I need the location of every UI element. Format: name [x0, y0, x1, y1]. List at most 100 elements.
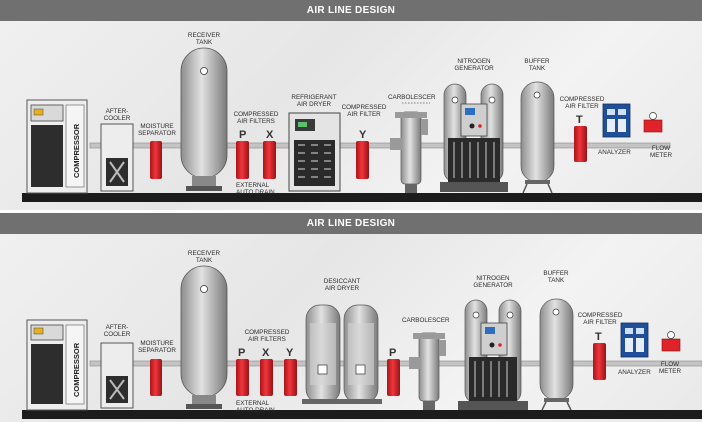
filter-x-letter: X [266, 129, 274, 141]
analyzer: ANALYZER [598, 103, 631, 156]
filter-x [260, 359, 273, 396]
filter-y-letter: Y [286, 347, 294, 359]
aftercooler-unit: AFTER-COOLER [100, 108, 134, 192]
moisture-label-2: SEPARATOR [138, 347, 176, 354]
analyzer: ANALYZER [618, 322, 651, 376]
compressor-unit: COMPRESSOR [26, 99, 88, 194]
compressor-unit: COMPRESSOR [26, 319, 88, 411]
drain-label-1: EXTERNAL [236, 182, 270, 189]
nitrogen-label-1: NITROGEN [457, 58, 491, 65]
filter-y [356, 141, 369, 179]
dryer-label-1: REFRIGERANT [291, 94, 336, 101]
drain-label-2: AUTO DRAIN [236, 407, 275, 414]
filter-p2 [387, 359, 400, 396]
buffer-label-1: BUFFER [543, 270, 569, 277]
filter-t-label-2: AIR FILTER [583, 319, 617, 326]
flow-label-1: FLOW [661, 361, 679, 368]
filter-t-label-1: COMPRESSED [560, 96, 605, 103]
filter-x [263, 141, 276, 179]
flow-label-2: METER [650, 152, 672, 159]
floor-line [22, 410, 702, 419]
buffer-label-2: TANK [548, 277, 565, 284]
moisture-label-1: MOISTURE [140, 340, 173, 347]
filter-t-letter: T [595, 331, 602, 343]
aftercooler-unit: AFTER-COOLER [100, 324, 134, 409]
flow-label-2: METER [659, 368, 681, 375]
floor-line [22, 193, 702, 202]
aftercooler-label-2: COOLER [104, 115, 131, 122]
diagram-panel-desiccant: AIR LINE DESIGN COMPRESSOR AFTER [0, 213, 702, 422]
filter-y-label-1: COMPRESSED [342, 104, 387, 111]
panel-title: AIR LINE DESIGN [0, 0, 702, 21]
analyzer-label: ANALYZER [598, 149, 631, 156]
filter-p [236, 359, 249, 396]
nitrogen-label-2: GENERATOR [454, 65, 494, 72]
receiver-label-1: RECEIVER [188, 250, 221, 257]
filter-y-letter: Y [359, 129, 367, 141]
carbolescer-label: CARBOLESCER [388, 94, 436, 101]
drain-label-2: AUTO DRAIN [236, 189, 275, 196]
aftercooler-label-1: AFTER- [106, 324, 129, 331]
moisture-label-2: SEPARATOR [138, 130, 176, 137]
nitrogen-label-2: GENERATOR [473, 282, 513, 289]
dryer-label-2: AIR DRYER [325, 285, 360, 292]
receiver-label-1: RECEIVER [188, 32, 221, 39]
compressor-label: COMPRESSOR [72, 342, 81, 397]
flow-label-1: FLOW [652, 145, 670, 152]
filter-t-label-1: COMPRESSED [578, 312, 623, 319]
moisture-label-1: MOISTURE [140, 123, 173, 130]
diagram-panel-refrigerant: AIR LINE DESIGN COMPRESSOR [0, 0, 702, 210]
filter-p [236, 141, 249, 179]
buffer-label-2: TANK [529, 65, 546, 72]
filters-label-1: COMPRESSED [234, 111, 279, 118]
filters-label-1: COMPRESSED [245, 329, 290, 336]
air-pipe [89, 142, 671, 149]
moisture-separator [150, 359, 162, 396]
carbolescer: CARBOLESCER [388, 94, 436, 193]
analyzer-label: ANALYZER [618, 369, 651, 376]
aftercooler-label-1: AFTER- [106, 108, 129, 115]
filter-y-label-2: AIR FILTER [347, 111, 381, 118]
carbolescer-label: CARBOLESCER [402, 317, 450, 324]
filter-t [593, 343, 606, 380]
svg-text:AFTER-COOLER: AFTER-COOLER [104, 108, 131, 122]
moisture-separator [150, 141, 162, 179]
filter-p-letter: P [239, 129, 246, 141]
dryer-label-1: DESICCANT [324, 278, 361, 285]
buffer-label-1: BUFFER [524, 58, 550, 65]
aftercooler-label-2: COOLER [104, 331, 131, 338]
svg-text:AFTER-COOLER: AFTER-COOLER [104, 324, 131, 338]
receiver-label-2: TANK [196, 257, 213, 264]
compressor-label: COMPRESSOR [72, 123, 81, 178]
carbolescer: CARBOLESCER [402, 317, 450, 410]
panel-title: AIR LINE DESIGN [0, 213, 702, 234]
